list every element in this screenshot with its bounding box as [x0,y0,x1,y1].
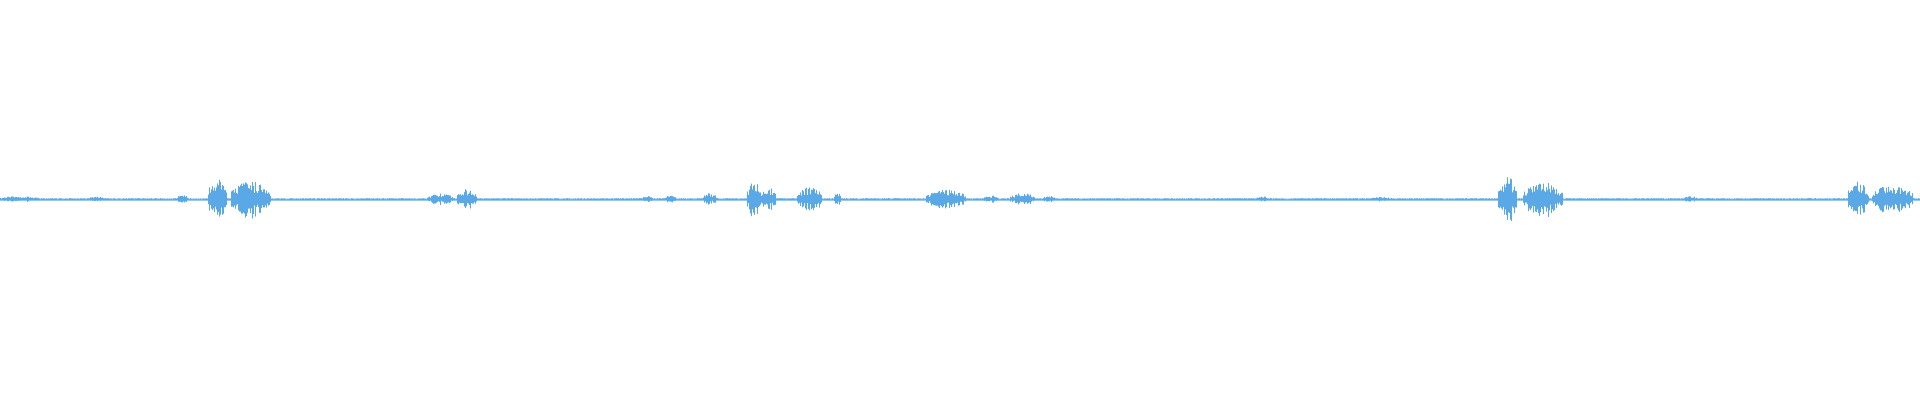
waveform-path [0,177,1920,222]
waveform-samples [0,177,1920,222]
